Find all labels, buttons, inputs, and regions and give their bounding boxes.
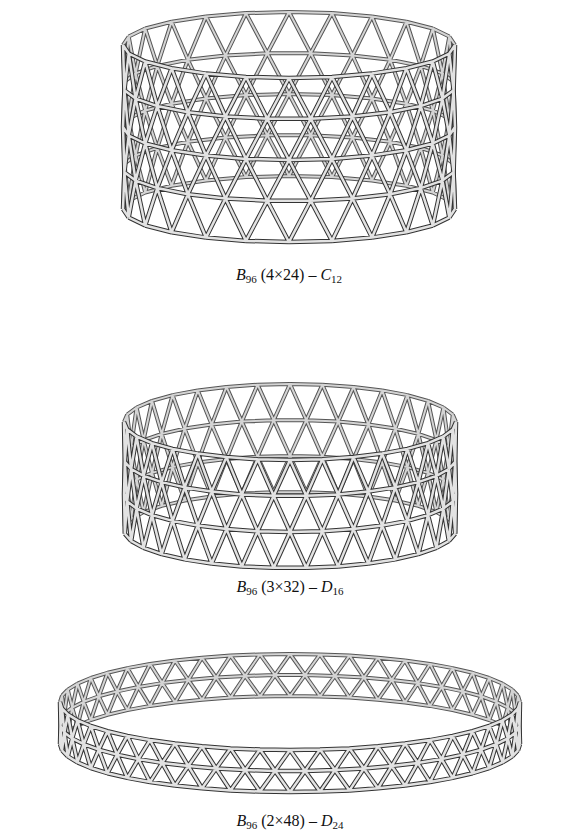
bond-layer (60, 654, 520, 744)
bond-bars (60, 702, 520, 792)
structure-caption: B96 (2×48) – D24 (236, 812, 343, 830)
bond-bars (124, 422, 456, 568)
bond-layer (123, 45, 455, 242)
bond-bars (60, 702, 520, 792)
bond-bars (124, 422, 456, 568)
bond-bars (60, 654, 520, 744)
bond-layer (124, 422, 456, 568)
structure-caption: B96 (4×24) – C12 (236, 266, 342, 284)
bond-bars (123, 45, 455, 242)
bond-layer (60, 702, 520, 792)
structure-caption: B96 (3×32) – D16 (236, 578, 343, 596)
bond-bars (60, 654, 520, 744)
bond-bars (123, 45, 455, 242)
